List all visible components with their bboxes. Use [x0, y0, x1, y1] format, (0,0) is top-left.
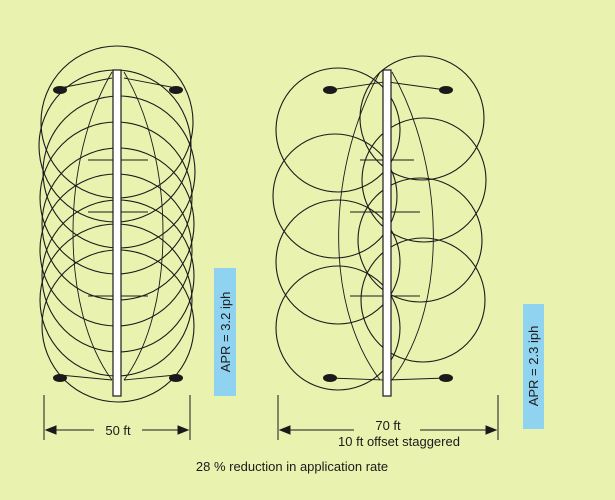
right-width-label: 70 ft — [375, 418, 401, 433]
right-wheel — [439, 86, 453, 94]
left-wheel — [169, 86, 183, 94]
right-wheel — [323, 374, 337, 382]
right-apr-label: APR = 2.3 iph — [526, 326, 541, 407]
right-wheel — [439, 374, 453, 382]
wetted-circle — [272, 133, 398, 259]
wetted-circle — [361, 117, 487, 243]
right-lateral — [323, 69, 453, 397]
right-apr-box — [523, 304, 544, 429]
right-wetted-circles — [272, 55, 487, 391]
left-wheel — [53, 86, 67, 94]
wetted-circle — [357, 177, 483, 303]
right-dimension — [277, 395, 499, 440]
right-wheel — [323, 86, 337, 94]
wetted-circle — [275, 265, 401, 391]
wetted-circle — [360, 237, 486, 363]
right-offset-label: 10 ft offset staggered — [338, 434, 460, 449]
left-apr-label: APR = 3.2 iph — [218, 292, 233, 373]
left-wheel — [53, 374, 67, 382]
caption: 28 % reduction in application rate — [196, 459, 388, 474]
left-pipe — [112, 69, 122, 397]
left-lateral — [53, 69, 183, 397]
right-pipe — [382, 69, 392, 397]
wetted-circle — [275, 67, 401, 193]
left-dimension — [43, 395, 191, 440]
left-wheel — [169, 374, 183, 382]
wetted-circle — [359, 55, 485, 181]
left-width-label: 50 ft — [105, 423, 131, 438]
left-apr-box — [214, 268, 236, 396]
wetted-circle — [275, 199, 401, 325]
